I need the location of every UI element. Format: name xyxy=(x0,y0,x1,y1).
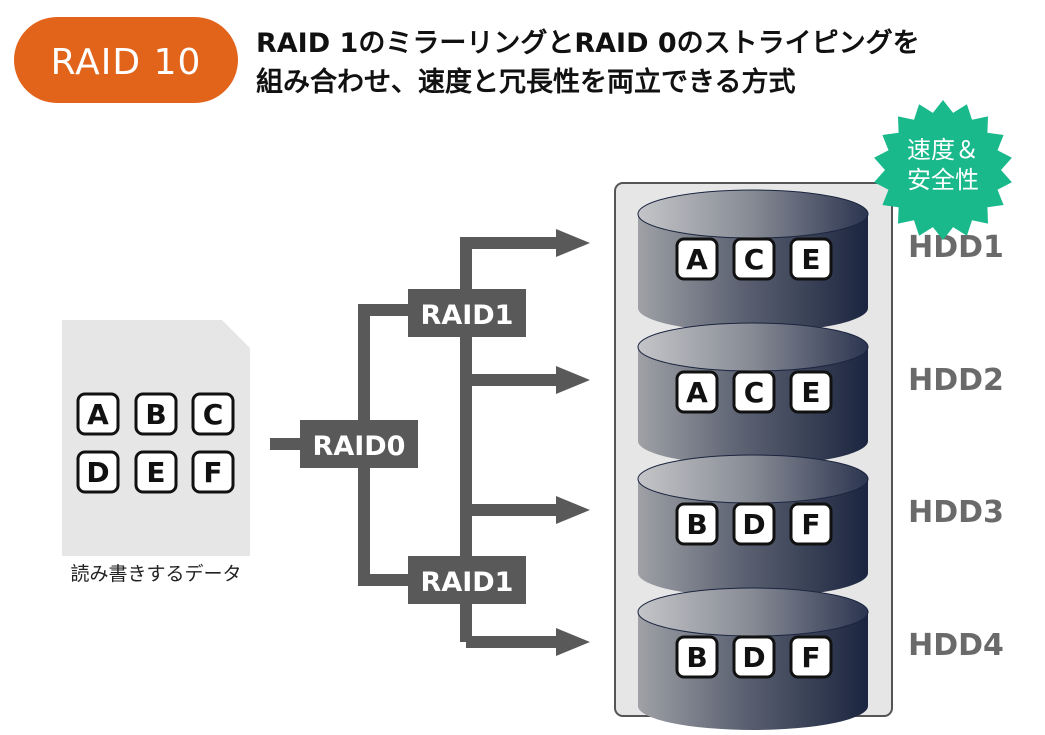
hdd-data-block-box xyxy=(675,370,719,414)
source-block-box xyxy=(191,450,235,494)
raid0-label: RAID0 xyxy=(313,431,406,462)
source-block: C xyxy=(191,392,235,436)
hdd-data-block: D xyxy=(732,502,776,546)
header-title-line2: 組み合わせ、速度と冗長性を両立できる方式 xyxy=(256,66,795,98)
hdd-data-block-box xyxy=(675,502,719,546)
badge-label: RAID 10 xyxy=(51,42,202,83)
hdd-data-block-letter: B xyxy=(686,641,707,674)
arrow-to-hdd3 xyxy=(556,496,590,524)
source-blocks: A B C D E F xyxy=(76,392,235,494)
hdd-data-block: A xyxy=(675,370,719,414)
hdd-data-block-letter: D xyxy=(742,508,765,541)
source-block: F xyxy=(191,450,235,494)
hdd-data-block-box xyxy=(789,502,833,546)
source-block-letter: F xyxy=(203,456,222,489)
hdd-top xyxy=(637,587,869,637)
hdd-data-block: E xyxy=(789,237,833,281)
arrow-to-hdd4 xyxy=(556,628,590,656)
source-block-letter: A xyxy=(87,398,109,431)
seal-starburst xyxy=(874,100,1012,240)
hdd-data-block: C xyxy=(732,370,776,414)
hdd-data-block-box xyxy=(732,635,776,679)
hdd-name: HDD1 xyxy=(908,230,1004,265)
hdd-data-block-box xyxy=(732,237,776,281)
raid1-top-label: RAID1 xyxy=(421,300,514,331)
connector-arrowheads xyxy=(556,229,590,656)
source-block: A xyxy=(76,392,120,436)
hdd-data-block-letter: C xyxy=(744,376,765,409)
source-block-letter: D xyxy=(86,456,109,489)
source-block-letter: C xyxy=(203,398,224,431)
raid10-badge xyxy=(14,17,238,103)
hdd-data-block-letter: A xyxy=(686,243,708,276)
source-block-box xyxy=(191,392,235,436)
hdd-data-block: B xyxy=(675,502,719,546)
hdd-data-block-letter: F xyxy=(801,641,820,674)
hdd-data-block-box xyxy=(789,237,833,281)
raid1-bottom-label: RAID1 xyxy=(421,567,514,598)
raid1-top-label-box xyxy=(408,289,526,337)
hdd-data-block: A xyxy=(675,237,719,281)
hdd-data-block: F xyxy=(789,635,833,679)
source-block: E xyxy=(134,450,178,494)
hdd-data-block-letter: C xyxy=(744,243,765,276)
hdd-data-block: F xyxy=(789,502,833,546)
hdd-data-block-letter: D xyxy=(742,641,765,674)
seal-line1: 速度＆ xyxy=(907,136,979,164)
hdd-data-block: C xyxy=(732,237,776,281)
source-block-box xyxy=(134,392,178,436)
hdd-data-block-letter: F xyxy=(801,508,820,541)
hdd-data-block: D xyxy=(732,635,776,679)
hdd-top xyxy=(637,454,869,504)
hdd-data-block-box xyxy=(789,370,833,414)
source-caption: 読み書きするデータ xyxy=(70,563,241,585)
hdd-data-block-box xyxy=(675,635,719,679)
hdd-data-block-letter: B xyxy=(686,508,707,541)
hdd-name: HDD4 xyxy=(908,628,1004,663)
hdd-data-block-box xyxy=(675,237,719,281)
raid1-bottom-label-box xyxy=(408,556,526,604)
source-block-letter: B xyxy=(145,398,166,431)
hdd-data-block-box xyxy=(789,635,833,679)
source-block: B xyxy=(134,392,178,436)
hdd-data-block-letter: E xyxy=(801,243,820,276)
arrow-to-hdd2 xyxy=(556,366,590,394)
hdd-data-block: E xyxy=(789,370,833,414)
arrow-to-hdd1 xyxy=(556,229,590,257)
source-document xyxy=(62,320,250,556)
hdd-data-block-letter: A xyxy=(686,376,708,409)
hdd-data-block-box xyxy=(732,502,776,546)
speed-safety-seal: 速度＆ 安全性 xyxy=(874,100,1012,240)
source-block-box xyxy=(76,450,120,494)
disk-stack: A C E A C E B D F B D F xyxy=(637,189,869,730)
raid0-label-box xyxy=(300,420,418,468)
source-block-box xyxy=(134,450,178,494)
hdd-name: HDD2 xyxy=(908,363,1004,398)
header-title-line1: RAID 1のミラーリングとRAID 0のストライピングを xyxy=(256,27,920,59)
hdd-top xyxy=(637,322,869,372)
seal-line2: 安全性 xyxy=(907,166,979,194)
source-block-letter: E xyxy=(146,456,165,489)
source-block-box xyxy=(76,392,120,436)
hdd-data-block-letter: E xyxy=(801,376,820,409)
hdd-top xyxy=(637,189,869,239)
hdd-name: HDD3 xyxy=(908,495,1004,530)
hdd-data-block: B xyxy=(675,635,719,679)
hdd-data-block-box xyxy=(732,370,776,414)
source-block: D xyxy=(76,450,120,494)
